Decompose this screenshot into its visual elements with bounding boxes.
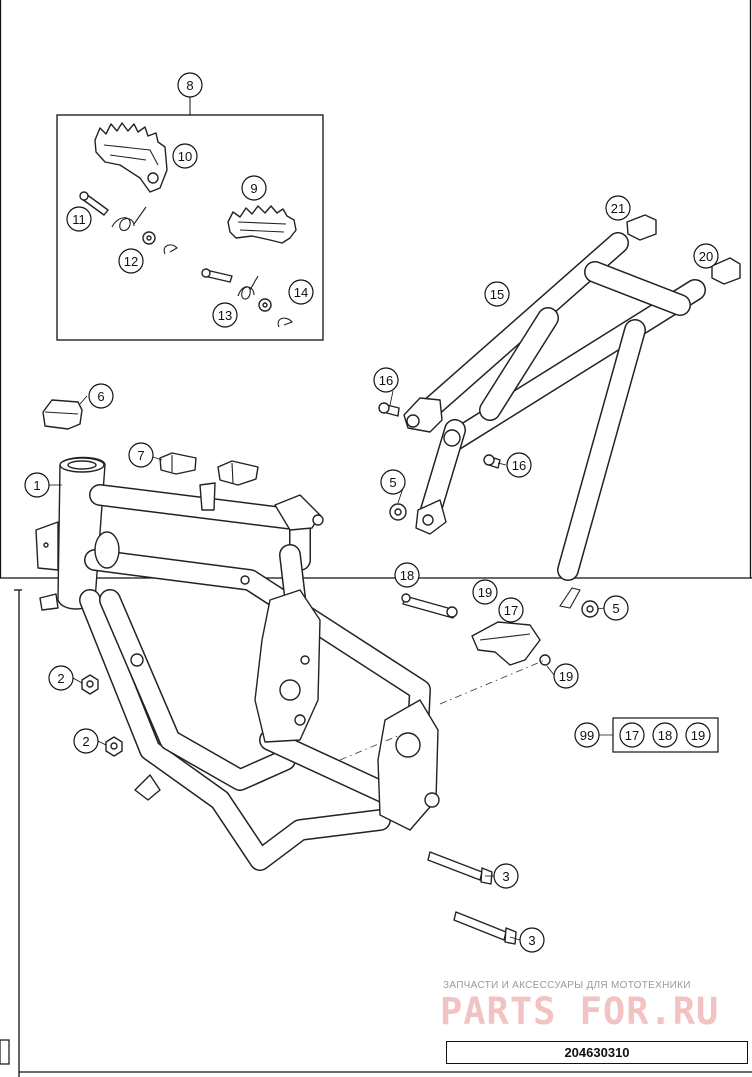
mounting-lines bbox=[339, 659, 546, 761]
svg-text:15: 15 bbox=[490, 287, 504, 302]
subframe bbox=[403, 232, 706, 581]
svg-text:18: 18 bbox=[658, 728, 672, 743]
subframe-end-caps bbox=[626, 214, 741, 285]
footrest-kit-group bbox=[56, 97, 324, 341]
footpeg-springs bbox=[111, 206, 259, 300]
svg-text:19: 19 bbox=[478, 585, 492, 600]
callout-13: 13 bbox=[212, 302, 238, 328]
callout-18: 18 bbox=[394, 562, 420, 588]
svg-text:16: 16 bbox=[512, 458, 526, 473]
svg-text:18: 18 bbox=[400, 568, 414, 583]
svg-text:12: 12 bbox=[124, 254, 138, 269]
callout-19a: 19 bbox=[472, 579, 498, 605]
svg-text:7: 7 bbox=[137, 448, 144, 463]
footpeg-left bbox=[94, 122, 168, 193]
svg-text:6: 6 bbox=[97, 389, 104, 404]
callout-11: 11 bbox=[66, 206, 92, 232]
svg-text:10: 10 bbox=[178, 149, 192, 164]
svg-text:16: 16 bbox=[379, 373, 393, 388]
svg-text:2: 2 bbox=[57, 671, 64, 686]
rubber-buffer bbox=[42, 399, 83, 430]
frame-protectors bbox=[159, 452, 259, 486]
chain-guide-kit bbox=[401, 593, 551, 666]
callout-5b: 5 bbox=[603, 595, 629, 621]
svg-text:3: 3 bbox=[528, 933, 535, 948]
footpeg-cotter-pins bbox=[163, 244, 293, 328]
svg-text:99: 99 bbox=[580, 728, 594, 743]
leader-lines bbox=[49, 390, 613, 941]
svg-text:1: 1 bbox=[33, 478, 40, 493]
callout-16a: 16 bbox=[373, 367, 399, 393]
callout-14: 14 bbox=[288, 279, 314, 305]
svg-text:20: 20 bbox=[699, 249, 713, 264]
svg-text:19: 19 bbox=[559, 669, 573, 684]
svg-text:17: 17 bbox=[625, 728, 639, 743]
callout-99: 99 bbox=[574, 722, 600, 748]
footpeg-right bbox=[227, 205, 297, 244]
callout-20: 20 bbox=[693, 243, 719, 269]
kit-callout-17: 17 bbox=[619, 722, 645, 748]
callout-17: 17 bbox=[498, 597, 524, 623]
footpeg-pins bbox=[79, 191, 233, 283]
callout-10: 10 bbox=[172, 143, 198, 169]
svg-text:21: 21 bbox=[611, 201, 625, 216]
callout-9: 9 bbox=[241, 175, 267, 201]
part-number-label: 204630310 bbox=[446, 1041, 748, 1064]
svg-text:11: 11 bbox=[72, 212, 86, 227]
callouts: 1 2 2 3 3 5 5 6 7 8 9 10 11 12 13 14 15 … bbox=[24, 72, 719, 953]
svg-text:9: 9 bbox=[250, 181, 257, 196]
svg-text:5: 5 bbox=[389, 475, 396, 490]
callout-8: 8 bbox=[177, 72, 203, 98]
svg-text:3: 3 bbox=[502, 869, 509, 884]
callout-2b: 2 bbox=[73, 728, 99, 754]
callout-19b: 19 bbox=[553, 663, 579, 689]
svg-text:17: 17 bbox=[504, 603, 518, 618]
callout-5a: 5 bbox=[380, 469, 406, 495]
callout-16b: 16 bbox=[506, 452, 532, 478]
callout-3b: 3 bbox=[519, 927, 545, 953]
footpeg-washers bbox=[142, 231, 272, 312]
callout-12: 12 bbox=[118, 248, 144, 274]
svg-text:14: 14 bbox=[294, 285, 308, 300]
frame-nuts bbox=[81, 674, 123, 757]
callout-15: 15 bbox=[484, 281, 510, 307]
watermark-subtitle: ЗАПЧАСТИ И АКСЕССУАРЫ ДЛЯ МОТОТЕХНИКИ bbox=[443, 980, 691, 991]
kit-callout-18: 18 bbox=[652, 722, 678, 748]
callout-21: 21 bbox=[605, 195, 631, 221]
callout-3a: 3 bbox=[493, 863, 519, 889]
watermark-logo: PARTS FOR.RU bbox=[440, 990, 720, 1033]
svg-text:19: 19 bbox=[691, 728, 705, 743]
svg-text:5: 5 bbox=[612, 601, 619, 616]
callout-2a: 2 bbox=[48, 665, 74, 691]
kit-callout-19: 19 bbox=[685, 722, 711, 748]
svg-text:13: 13 bbox=[218, 308, 232, 323]
kit-99-box bbox=[612, 717, 719, 753]
svg-text:2: 2 bbox=[82, 734, 89, 749]
main-frame bbox=[35, 456, 440, 871]
callout-6: 6 bbox=[88, 383, 114, 409]
callout-7: 7 bbox=[128, 442, 154, 468]
callout-1: 1 bbox=[24, 472, 50, 498]
svg-text:8: 8 bbox=[186, 78, 193, 93]
